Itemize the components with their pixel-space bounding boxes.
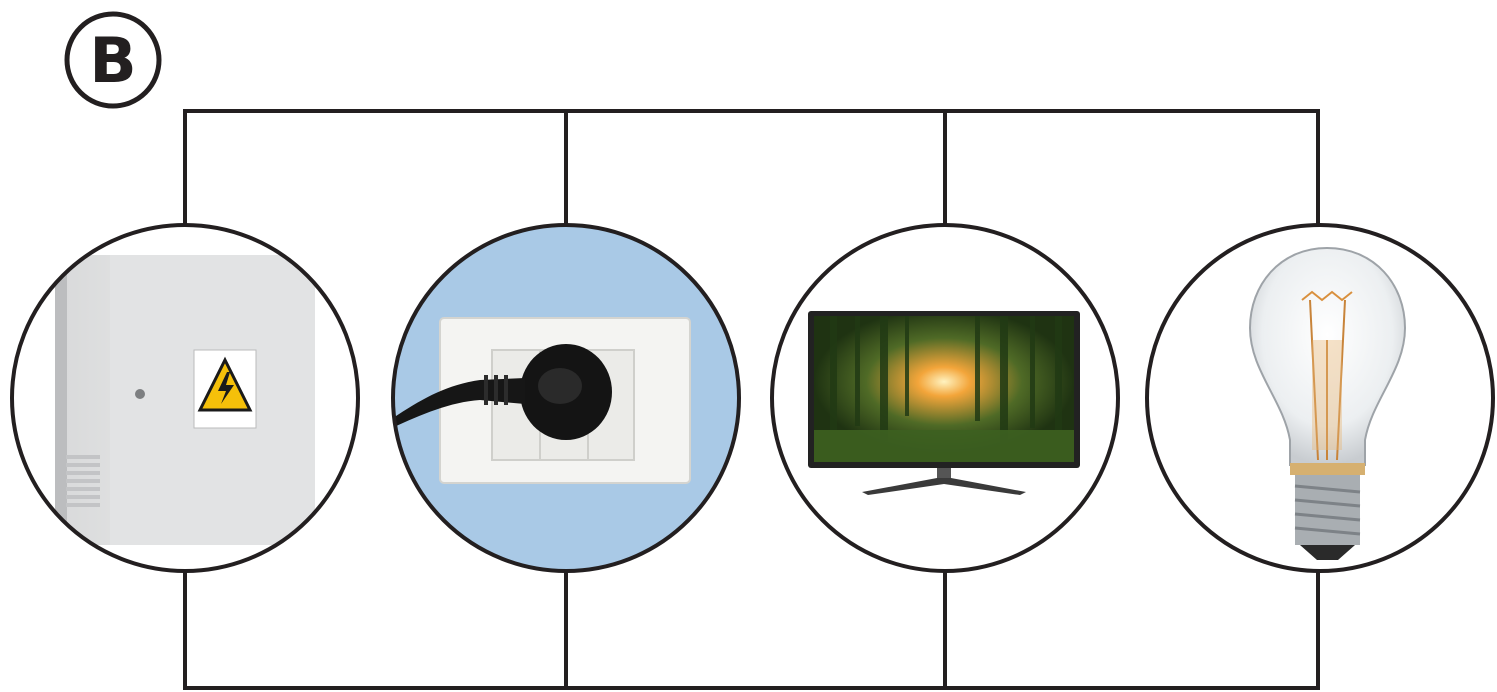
label-letter: B [89, 24, 136, 97]
bottom-wire [185, 571, 1318, 688]
wall-socket-plug-icon [380, 200, 760, 600]
electrical-panel-icon [0, 200, 400, 600]
diagram-label: B [67, 14, 159, 106]
top-wire [185, 111, 1318, 225]
light-bulb-icon [1140, 200, 1497, 600]
tv-icon [760, 200, 1140, 600]
